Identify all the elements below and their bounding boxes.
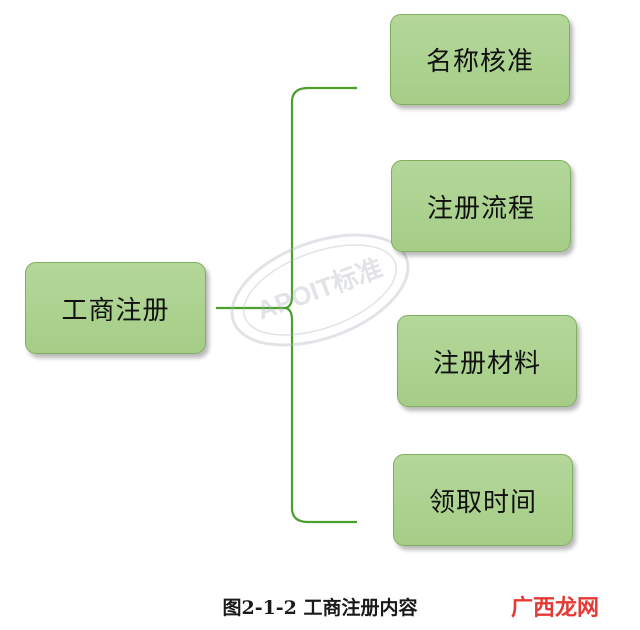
brace-line (216, 86, 357, 310)
child-node-name-approval: 名称核准 (390, 14, 570, 105)
child-node-label: 领取时间 (428, 487, 537, 518)
site-watermark: 广西龙网 (511, 596, 600, 621)
watermark-text: APOIT标准 (253, 252, 387, 325)
figure-caption: 图2-1-2 工商注册内容 (222, 597, 418, 619)
root-node-label: 工商注册 (61, 295, 170, 326)
root-node: 工商注册 (25, 262, 206, 354)
child-node-label: 注册材料 (432, 348, 541, 379)
child-node-registration-materials: 注册材料 (397, 315, 577, 407)
brace-line (283, 306, 357, 524)
child-node-label: 名称核准 (425, 47, 534, 77)
child-node-label: 注册流程 (426, 193, 535, 224)
child-node-collection-time: 领取时间 (393, 454, 573, 546)
child-node-registration-process: 注册流程 (391, 160, 571, 252)
